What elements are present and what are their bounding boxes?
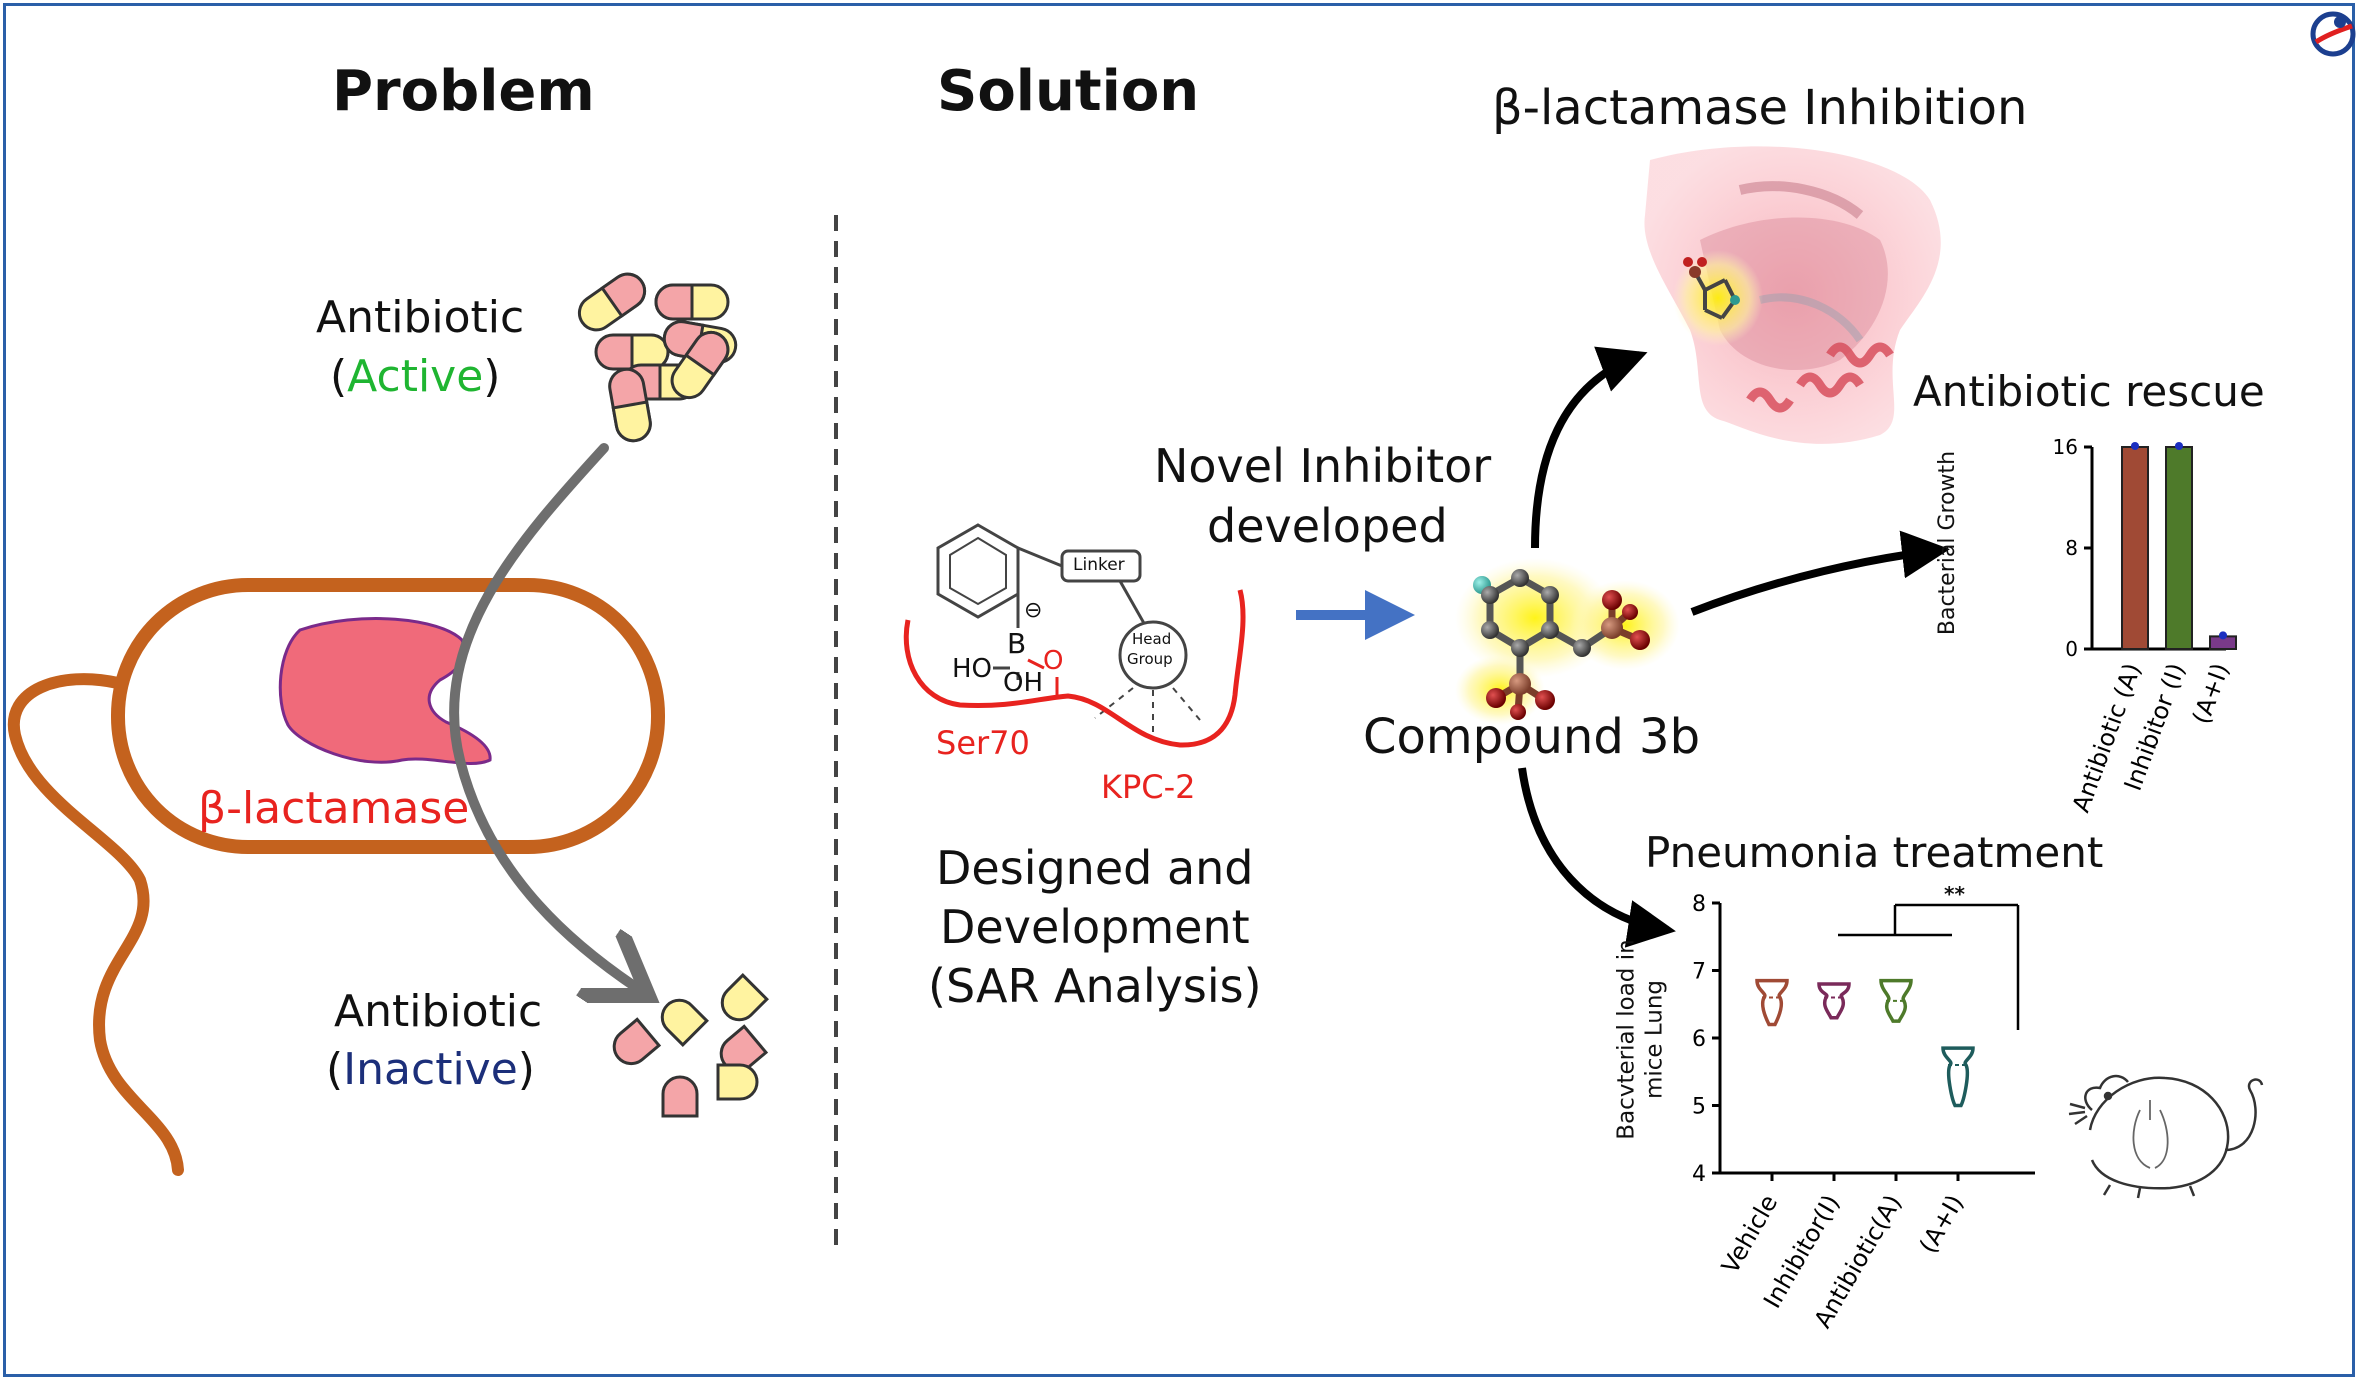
pneumonia-x-label: Vehicle [1716, 1190, 1783, 1278]
beta-lactamase-enzyme [278, 617, 492, 765]
rescue-bar [2121, 446, 2149, 650]
arrow-to-rescue [1690, 530, 1950, 616]
antibiotic-active-word: Antibiotic [316, 292, 525, 343]
boron-label: B [1007, 627, 1027, 660]
novel-inhibitor-line2: developed [1207, 499, 1448, 553]
inactive-label: Inactive [343, 1044, 518, 1095]
pneumonia-x-label: (A+I) [1914, 1190, 1969, 1258]
bacterium-flagellum [7, 673, 184, 1176]
rescue-data-point [2175, 442, 2183, 450]
antibiotic-active-status: (Active) [330, 355, 500, 399]
figure-frame [3, 3, 2355, 1377]
compound-label: Compound 3b [1363, 709, 1701, 765]
active-antibiotic-pills [577, 272, 738, 443]
oh-label: OH [1003, 668, 1044, 698]
pneumonia-y-tick-label: 8 [1692, 892, 1706, 917]
compound-3b-molecule [1455, 558, 1680, 725]
design-caption-1: Designed and [936, 841, 1254, 895]
rescue-y-tick-label: 8 [2065, 536, 2078, 560]
inactive-antibiotic-pills [612, 973, 769, 1118]
arrow-to-pneumonia [1518, 767, 1676, 948]
novel-inhibitor-line1: Novel Inhibitor [1154, 439, 1492, 493]
rescue-y-tick-label: 0 [2065, 637, 2078, 661]
oxygen-label: O [1043, 646, 1064, 676]
pneumonia-violin [1879, 978, 1913, 1023]
paren-open: ( [330, 351, 348, 402]
beta-lactamase-structure [1644, 146, 1941, 444]
arrow-to-inhibition [1531, 346, 1648, 549]
antibiotic-inactive-status: (Inactive) [326, 1048, 535, 1092]
bacterium-cell [111, 578, 665, 854]
pneumonia-violin [1817, 982, 1851, 1020]
paren-close: ) [517, 1044, 535, 1095]
ser70-label: Ser70 [936, 724, 1030, 762]
rescue-data-point [2219, 631, 2227, 640]
rescue-x-label: Antibiotic (A) [2067, 659, 2147, 815]
paren-open: ( [326, 1044, 344, 1095]
design-caption-2: Development [940, 900, 1250, 954]
rescue-bar [2165, 446, 2193, 650]
pneumonia-plot: 45678VehicleInhibitor(I)Antibiotic(A)(A+… [1692, 892, 1975, 1333]
problem-heading: Problem [332, 59, 595, 124]
linker-label: Linker [1073, 555, 1125, 575]
pneumonia-y-axis-label-2: mice Lung [1641, 979, 1668, 1100]
pneumonia-violin [1941, 1046, 1975, 1108]
pneumonia-y-tick-label: 7 [1692, 960, 1706, 985]
rescue-y-tick-label: 16 [2053, 435, 2078, 459]
inhibitor-scheme [903, 523, 1246, 748]
active-label: Active [347, 351, 484, 402]
publisher-logo [2310, 11, 2356, 57]
rescue-chart-title: Antibiotic rescue [1913, 367, 2265, 416]
ho-label: HO [952, 654, 993, 684]
paren-close: ) [483, 351, 501, 402]
pneumonia-y-axis-label-1: Bacvterial load in [1613, 939, 1640, 1140]
pneumonia-y-tick-label: 4 [1692, 1162, 1706, 1187]
pneumonia-violin [1755, 978, 1789, 1027]
pneumonia-chart-frame [1718, 903, 2035, 1175]
design-caption-3: (SAR Analysis) [928, 959, 1262, 1013]
significance-marker: ** [1944, 882, 1965, 906]
rescue-data-point [2131, 442, 2139, 450]
rescue-chart-frame [2090, 447, 2226, 651]
antibiotic-inactive-word: Antibiotic [334, 986, 543, 1037]
inhibition-title: β-lactamase Inhibition [1492, 80, 2028, 136]
head-group-label-1: Head [1132, 630, 1172, 648]
head-group-label-2: Group [1127, 650, 1173, 668]
kpc2-label: KPC-2 [1101, 768, 1196, 806]
rescue-x-label: (A+I) [2187, 659, 2235, 727]
beta-lactamase-label: β-lactamase [198, 783, 470, 834]
solution-heading: Solution [937, 59, 1200, 124]
mouse-illustration [2068, 1074, 2264, 1199]
boron-charge: ⊖ [1024, 598, 1043, 623]
pneumonia-y-tick-label: 5 [1692, 1095, 1706, 1120]
pneumonia-y-tick-label: 6 [1692, 1027, 1706, 1052]
rescue-y-axis-label: Bacterial Growth [1935, 450, 1960, 636]
linker-box [1060, 549, 1142, 583]
head-group-circle [1118, 620, 1188, 690]
degradation-arrow [449, 443, 640, 990]
kpc2-protein-surface [903, 589, 1246, 748]
pneumonia-chart-title: Pneumonia treatment [1645, 828, 2104, 877]
